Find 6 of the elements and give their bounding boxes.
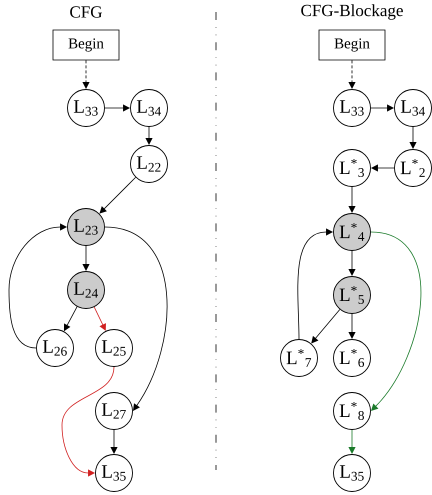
arrow [94, 306, 106, 331]
arrow [104, 226, 168, 411]
begin-box: Begin [52, 30, 120, 60]
arrow [311, 309, 340, 344]
begin-box: Begin [318, 30, 386, 60]
arrow [370, 232, 422, 411]
